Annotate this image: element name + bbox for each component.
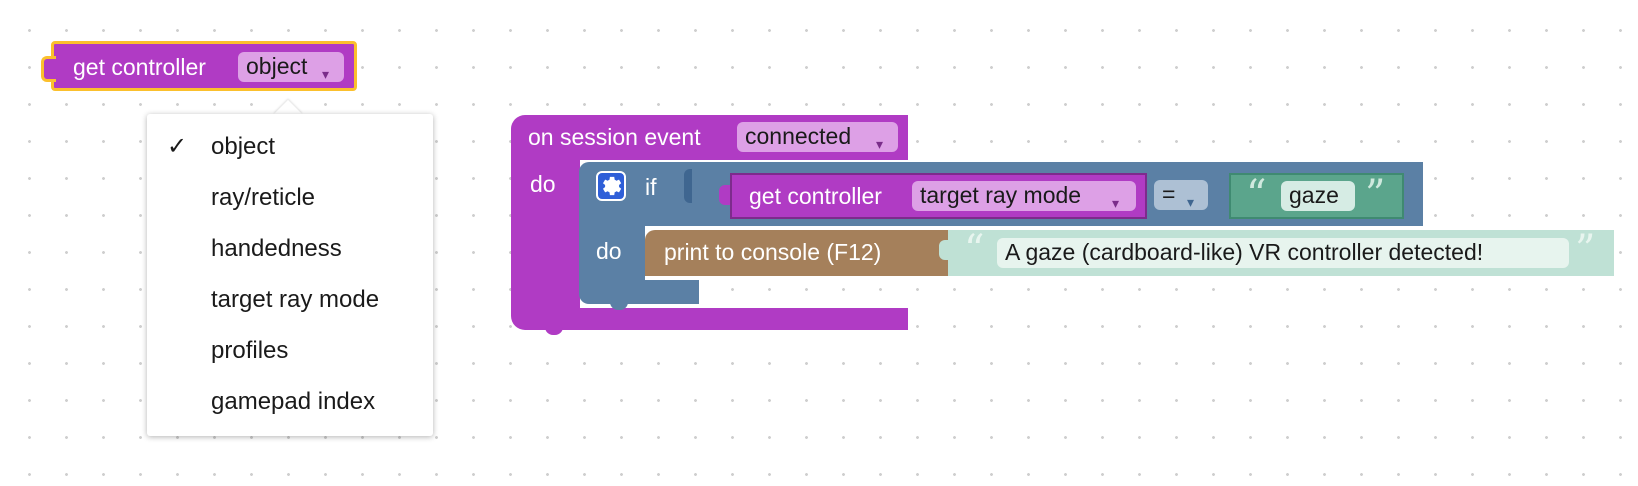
if-label: if xyxy=(645,174,657,200)
object-dropdown[interactable]: object ▾ xyxy=(238,52,344,82)
chevron-down-icon: ▾ xyxy=(1112,195,1120,211)
output-connector xyxy=(719,185,730,205)
menu-item-label: target ray mode xyxy=(211,286,380,313)
dropdown-value: connected xyxy=(745,123,852,149)
dropdown-value: object xyxy=(246,53,308,79)
session-bottom-notch xyxy=(545,325,563,335)
menu-item-gamepad-index[interactable]: gamepad index xyxy=(147,378,433,426)
chevron-down-icon: ▾ xyxy=(876,136,884,152)
open-quote-icon: “ xyxy=(964,227,985,273)
message-value: A gaze (cardboard-like) VR controller de… xyxy=(1005,239,1484,265)
menu-item-handedness[interactable]: handedness xyxy=(147,225,433,273)
chevron-down-icon: ▾ xyxy=(1187,194,1195,210)
message-text-block[interactable]: “ A gaze (cardboard-like) VR controller … xyxy=(939,227,1614,276)
dropdown-menu: ✓ object ray/reticle handedness target r… xyxy=(147,114,433,436)
if-do-label: do xyxy=(596,238,622,264)
gear-icon xyxy=(602,176,622,196)
get-controller-label: get controller xyxy=(749,183,882,209)
open-quote-icon: “ xyxy=(1246,172,1267,218)
menu-item-label: object xyxy=(211,133,276,160)
menu-item-ray-reticle[interactable]: ray/reticle xyxy=(147,174,433,222)
message-field[interactable]: A gaze (cardboard-like) VR controller de… xyxy=(997,238,1569,268)
session-event-block[interactable]: on session event connected ▾ xyxy=(511,115,908,160)
session-event-bottom-bar xyxy=(511,308,908,330)
if-block-left-bar xyxy=(579,224,645,280)
property-dropdown[interactable]: target ray mode ▾ xyxy=(912,181,1136,211)
if-block-bottom-bar xyxy=(579,280,699,304)
settings-button[interactable] xyxy=(596,171,626,201)
event-do-label: do xyxy=(530,171,556,197)
text-value: gaze xyxy=(1289,182,1339,208)
close-quote-icon: ” xyxy=(1575,227,1596,273)
operator-dropdown[interactable]: = ▾ xyxy=(1154,180,1208,210)
print-label: print to console (F12) xyxy=(664,239,882,265)
dropdown-value: target ray mode xyxy=(920,182,1082,208)
event-dropdown[interactable]: connected ▾ xyxy=(737,122,898,152)
output-connector xyxy=(41,56,56,82)
condition-socket xyxy=(684,169,692,203)
session-event-left-bar xyxy=(511,158,580,310)
check-icon: ✓ xyxy=(167,133,188,160)
print-console-block[interactable]: print to console (F12) xyxy=(645,230,951,276)
menu-item-label: ray/reticle xyxy=(211,184,316,211)
menu-item-label: profiles xyxy=(211,337,289,364)
menu-item-object[interactable]: ✓ object xyxy=(147,123,433,171)
text-field[interactable]: gaze xyxy=(1281,181,1355,211)
event-block-label: on session event xyxy=(528,124,701,150)
operator-value: = xyxy=(1162,181,1176,207)
if-bottom-notch xyxy=(610,300,628,310)
block-label: get controller xyxy=(73,54,206,80)
output-connector xyxy=(939,240,949,260)
menu-item-label: handedness xyxy=(211,235,342,262)
menu-item-profiles[interactable]: profiles xyxy=(147,327,433,375)
text-gaze-block[interactable]: “ gaze ” xyxy=(1229,173,1404,219)
close-quote-icon: ” xyxy=(1365,172,1386,218)
chevron-down-icon: ▾ xyxy=(322,66,330,82)
menu-item-label: gamepad index xyxy=(211,388,376,415)
menu-item-target-ray-mode[interactable]: target ray mode xyxy=(147,276,433,324)
selected-get-controller-block[interactable]: get controller object ▾ xyxy=(41,41,357,91)
get-controller-block[interactable]: get controller target ray mode ▾ xyxy=(719,173,1147,219)
